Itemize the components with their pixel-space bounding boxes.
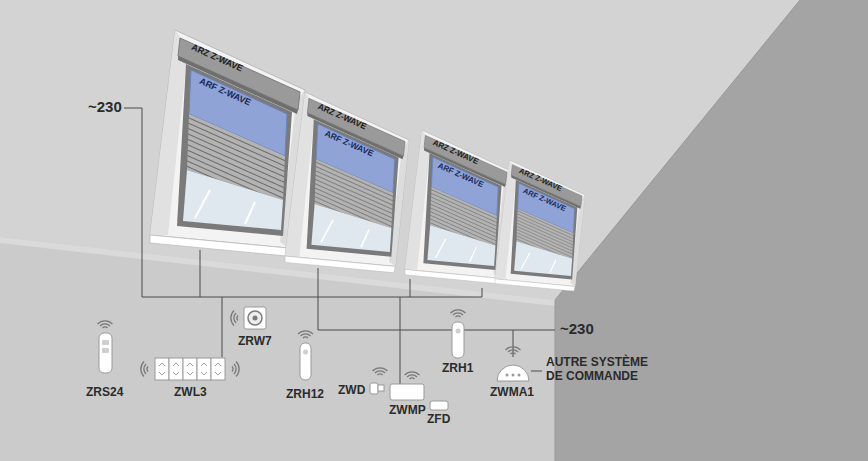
callout-label: ZFD [427,413,450,427]
sensor-part [378,385,384,391]
switch-plate [244,307,266,329]
switch [169,358,183,380]
zrw7-wall-switch [231,307,266,329]
gable-wall [555,0,868,461]
switch [197,358,211,380]
callout-label: ZRW7 [238,335,272,349]
wire [410,279,411,297]
wireless-symbol [506,347,521,354]
sensor-body [370,383,378,394]
wireless-symbol [373,368,388,375]
mains-wire [318,297,555,330]
led [512,374,515,377]
callout-label: ~230 [88,98,122,115]
roof-window [150,30,305,256]
product-label: ARZ Z-WAVE [190,42,245,74]
button [303,350,308,355]
wire [482,288,483,297]
zfd-sensor [430,401,448,410]
zwmp-module [390,372,424,400]
led [506,374,509,377]
knob-centre [253,316,258,321]
zwl3-switch-strip [141,358,239,380]
callout-label: AUTRE SYSTÈME DE COMMANDE [546,356,656,384]
callout-label: ZWMP [389,404,426,418]
zwd-plug [370,368,388,394]
callout-label: ZRS24 [86,386,123,400]
switch [183,358,197,380]
remote-body [452,322,464,358]
callout-label: ZWL3 [174,386,207,400]
roof-window [495,160,585,291]
switch-arrows [159,363,221,375]
callout-label: ZWMA1 [490,386,534,400]
remote-body [99,333,112,373]
wire [222,297,223,357]
button [456,329,461,334]
button [102,348,109,353]
wiring [124,108,555,384]
roof-window [405,130,510,284]
callout-label: ~230 [560,320,594,337]
zrh1-remote [451,310,466,358]
wire [531,371,542,372]
rotary-knob [248,311,262,325]
remote-body [300,343,311,380]
callout-label: ZWD [338,384,365,398]
wireless-symbol [98,321,113,328]
product-label: ARF Z-WAVE [198,76,253,108]
wireless-symbol [298,331,313,338]
product-label: ARF Z-WAVE [323,129,375,159]
zrh12-remote [298,331,313,380]
wire [318,268,319,297]
module-body [390,384,424,400]
zwma1-module [497,347,529,381]
wireless-symbol [232,362,239,377]
mains-wire [124,108,482,297]
product-label: ARF Z-WAVE [436,161,485,189]
zrs24-remote [98,321,113,373]
callout-label: ZRH1 [442,362,473,376]
button [102,340,109,345]
switch [155,358,169,380]
led [518,374,521,377]
wall-corner [555,0,800,461]
sensor-body [430,401,448,410]
product-label: ARZ Z-WAVE [316,102,368,132]
callout-label: ZRH12 [286,388,324,402]
module-dome [497,365,529,381]
wireless-symbol [451,310,466,317]
wireless-symbol [405,372,420,379]
roof-window [285,92,409,273]
wireless-symbol [231,311,238,326]
switch [211,358,225,380]
wire [200,250,201,297]
wireless-symbol [141,362,148,377]
wire [400,297,401,384]
